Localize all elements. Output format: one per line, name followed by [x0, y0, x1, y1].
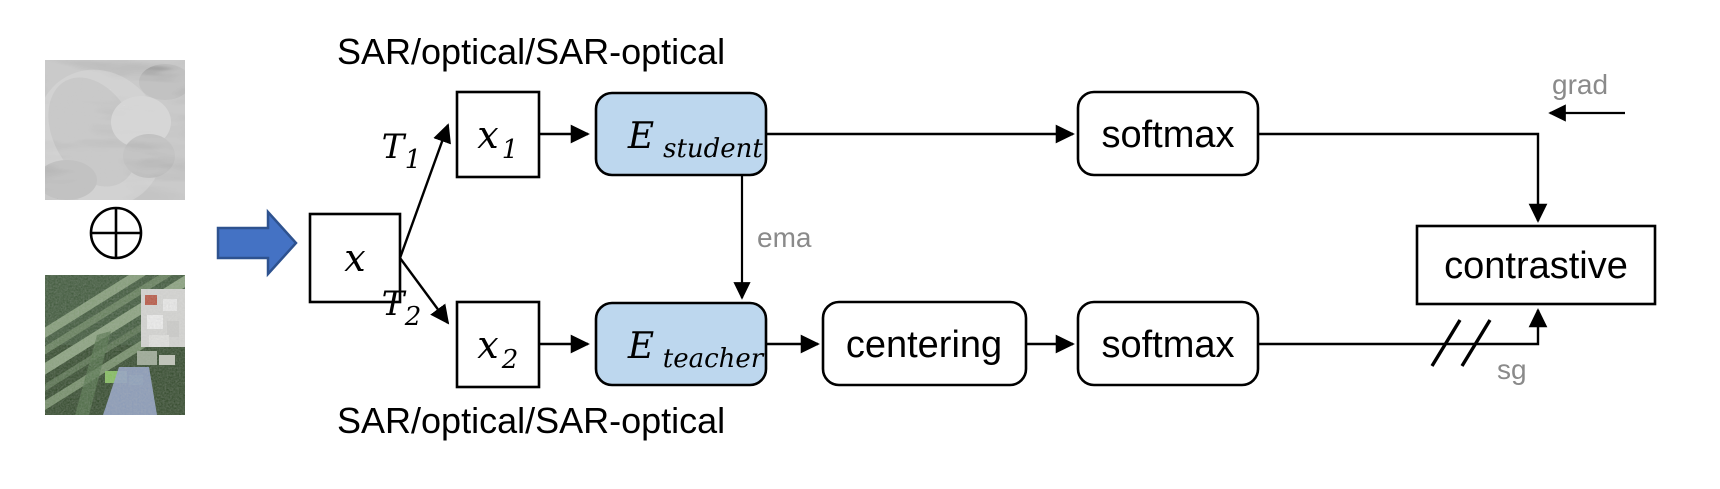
node-x1-label: x 1 — [477, 113, 518, 165]
ema-label: ema — [757, 222, 812, 253]
transform-t1-label: T 1 — [382, 127, 422, 175]
node-x2-letter: x — [477, 323, 498, 367]
node-e-teacher-letter: E — [627, 326, 654, 367]
node-contrastive-box — [1415, 224, 1657, 306]
node-softmax-top-label: softmax — [1101, 114, 1234, 156]
bottom-modality-label: SAR/optical/SAR-optical — [337, 400, 725, 441]
node-e-teacher-label: E teacher — [627, 326, 765, 374]
node-contrastive-label: contrastive — [1444, 245, 1628, 287]
sar-image-patch — [45, 60, 185, 200]
transform-t2-subscript: 2 — [404, 302, 422, 332]
node-x-box — [308, 212, 402, 304]
node-e-student-subscript: student — [663, 134, 763, 164]
optical-image-patch — [45, 275, 185, 415]
node-e-teacher-subscript: teacher — [663, 344, 765, 374]
blue-feed-arrow — [216, 208, 298, 278]
node-x1-letter: x — [477, 113, 498, 157]
node-x2-box — [455, 300, 541, 389]
sg-label: sg — [1497, 354, 1527, 385]
grad-label: grad — [1552, 69, 1608, 100]
transform-t2-letter: T — [382, 284, 407, 324]
node-e-student-letter: E — [627, 116, 654, 157]
node-centering-label: centering — [846, 324, 1002, 366]
transform-t1-letter: T — [382, 127, 407, 167]
node-softmax-bottom-label: softmax — [1101, 324, 1234, 366]
stop-gradient-slash-icon — [1430, 319, 1492, 367]
branch-line-t2 — [399, 257, 450, 325]
node-x1-box — [455, 90, 541, 179]
node-e-student-label: E student — [627, 116, 764, 164]
transform-t2-label: T 2 — [382, 284, 422, 332]
node-x2-label: x 2 — [477, 323, 518, 375]
top-modality-label: SAR/optical/SAR-optical — [337, 31, 725, 72]
circled-plus-icon — [88, 205, 144, 261]
arrow-softmax-bottom-to-contrastive — [1258, 308, 1548, 346]
transform-t1-subscript: 1 — [405, 145, 422, 175]
branch-line-t1 — [398, 123, 451, 259]
node-x1-subscript: 1 — [502, 135, 519, 165]
arrow-softmax-top-to-contrastive — [1258, 132, 1548, 223]
node-x-label: x — [344, 236, 365, 280]
node-x2-subscript: 2 — [501, 345, 519, 375]
